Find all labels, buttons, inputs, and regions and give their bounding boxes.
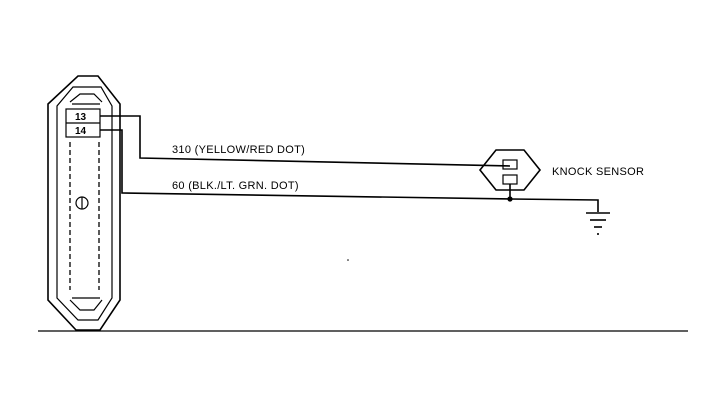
wire-60-label: 60 (BLK./LT. GRN. DOT) [172,180,299,192]
pin-14-label: 14 [75,126,87,137]
knock-sensor: KNOCK SENSOR [478,149,644,199]
ecu-connector: 13 14 [47,75,121,331]
ground-icon [586,212,610,235]
wire-310: 310 (YELLOW/RED DOT) [100,115,511,167]
sensor-terminal-lower [502,174,518,185]
sensor-terminal-upper [502,159,518,170]
pin-13-label: 13 [75,112,87,123]
print-speck [347,259,349,261]
wire-310-label: 310 (YELLOW/RED DOT) [172,144,305,156]
knock-sensor-label: KNOCK SENSOR [552,166,644,178]
wire-60: 60 (BLK./LT. GRN. DOT) [100,129,599,212]
